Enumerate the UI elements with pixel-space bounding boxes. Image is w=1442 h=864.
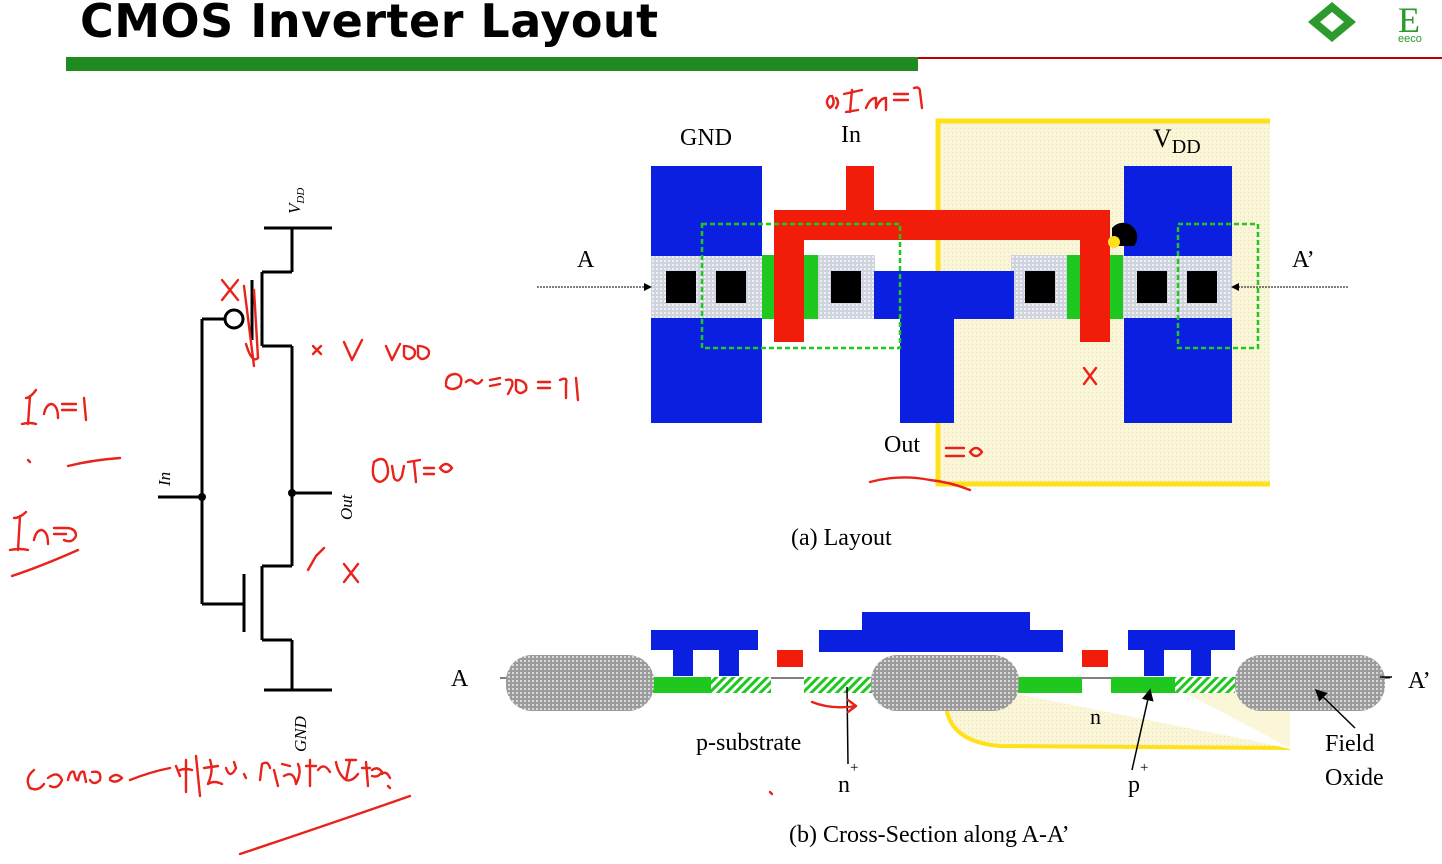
gnd-metal: [651, 630, 758, 650]
poly-gate-left: [777, 650, 803, 667]
n-channel-green-left: [762, 255, 776, 319]
layout-caption: (a) Layout: [791, 525, 892, 551]
p-plus-right: [1111, 677, 1175, 693]
layout-gnd-label: GND: [680, 125, 732, 151]
layout-diagram: GND In VDD A A’ Out (a) Layout: [537, 118, 1348, 551]
n-plus-gnd: [653, 677, 711, 693]
ink-x-nmos: [342, 562, 360, 584]
n-plus-hatched-left: [711, 677, 771, 693]
inverter-schematic: [158, 226, 332, 692]
field-oxide: [871, 655, 1019, 711]
schematic-in-label: In: [155, 472, 174, 487]
gnd-metal-top: [651, 166, 762, 256]
title-underline-green: [66, 57, 918, 71]
field-oxide-pointer: [1314, 688, 1356, 729]
contact: [1137, 271, 1167, 303]
poly-gate-right: [1082, 650, 1108, 667]
poly-left-gate: [774, 210, 804, 342]
ink-check: [306, 546, 326, 572]
layout-out-label: Out: [884, 432, 920, 458]
cross-section-caption: (b) Cross-Section along A-A’: [789, 822, 1070, 848]
output-junction-dot: [288, 489, 296, 497]
ink-in-equals-1-top: [825, 86, 924, 114]
p-plus-label: p+: [1128, 760, 1148, 798]
company-logo: E eeco: [1308, 0, 1422, 44]
handwritten-annotations: [8, 86, 1098, 856]
ink-dot: [768, 790, 774, 796]
vdd-metal: [1128, 630, 1235, 650]
ink-equals-0: [944, 446, 984, 458]
field-oxide-label-line1: Field: [1325, 731, 1374, 757]
contact: [716, 271, 746, 303]
p-plus-left: [1018, 677, 1082, 693]
layout-a-prime-label: A’: [1292, 247, 1315, 273]
ink-x-layout: [1082, 366, 1098, 386]
ink-underline-out: [868, 476, 972, 492]
input-junction-dot: [198, 493, 206, 501]
layout-vdd-label: VDD: [1153, 124, 1201, 158]
ink-out-equals-0: [371, 457, 454, 484]
ink-x-pmos: [220, 278, 240, 302]
logo-subtext: eeco: [1398, 33, 1422, 44]
logo-letter: E: [1398, 0, 1420, 40]
contact: [1187, 271, 1217, 303]
ink-underline-in0: [10, 548, 80, 578]
out-metal: [819, 630, 1063, 652]
slide-title: CMOS Inverter Layout: [80, 0, 659, 48]
schematic-gnd-label: GND: [291, 715, 310, 752]
ink-in-equals-1-left: [20, 388, 88, 426]
n-plus-hatched-right: [804, 677, 874, 693]
select-outline-right: [1176, 222, 1260, 350]
gnd-metal-bottom: [651, 318, 762, 423]
section-a-prime-label: A’: [1408, 668, 1431, 694]
n-well-label: n: [1090, 704, 1101, 729]
schematic-out-label: Out: [337, 493, 356, 520]
svg-text:VDD: VDD: [285, 188, 307, 214]
n-channel-green-right: [804, 255, 818, 319]
field-oxide-label-line2: Oxide: [1325, 765, 1384, 791]
poly-right-gate: [1080, 210, 1110, 342]
contact: [831, 271, 861, 303]
p-channel-green-right: [1109, 255, 1123, 319]
field-oxide: [506, 655, 654, 711]
schematic-vdd-label: VDD: [285, 188, 307, 214]
ink-v: [342, 338, 364, 362]
ink-underline-bottom: [238, 794, 412, 856]
ink-arrow-cross-section: [810, 698, 858, 714]
section-a-label: A: [451, 666, 469, 692]
ink-out-vdd-1: [444, 372, 580, 402]
poly-in-stub: [846, 166, 874, 212]
cross-section-diagram: A A’ p-substrate n n+ p+ Field Oxide (b)…: [451, 612, 1431, 848]
out-metal-vertical: [900, 271, 954, 423]
contact: [666, 271, 696, 303]
field-oxide: [1235, 655, 1385, 711]
layout-a-label: A: [577, 247, 595, 273]
layout-in-label: In: [841, 122, 861, 148]
p-substrate-label: p-substrate: [696, 730, 801, 756]
contact: [1025, 271, 1055, 303]
ink-pmos-mark: [242, 284, 260, 368]
n-plus-pointer: [846, 686, 849, 765]
vdd-metal-top: [1124, 166, 1232, 256]
ink-vdd-note: [384, 342, 431, 362]
title-underline-red: [918, 57, 1442, 59]
pmos-bubble: [223, 308, 245, 330]
ink-dash: [26, 456, 122, 468]
p-plus-pointer: [1131, 688, 1154, 771]
select-outline-left: [700, 222, 902, 350]
ink-small-x: [311, 344, 323, 356]
n-plus-label: n+: [838, 760, 858, 798]
ink-bottom-note: [26, 754, 392, 798]
ink-in-equals-0: [8, 510, 78, 552]
n-plus-well-tie: [1175, 677, 1235, 693]
p-channel-green-left: [1067, 255, 1081, 319]
